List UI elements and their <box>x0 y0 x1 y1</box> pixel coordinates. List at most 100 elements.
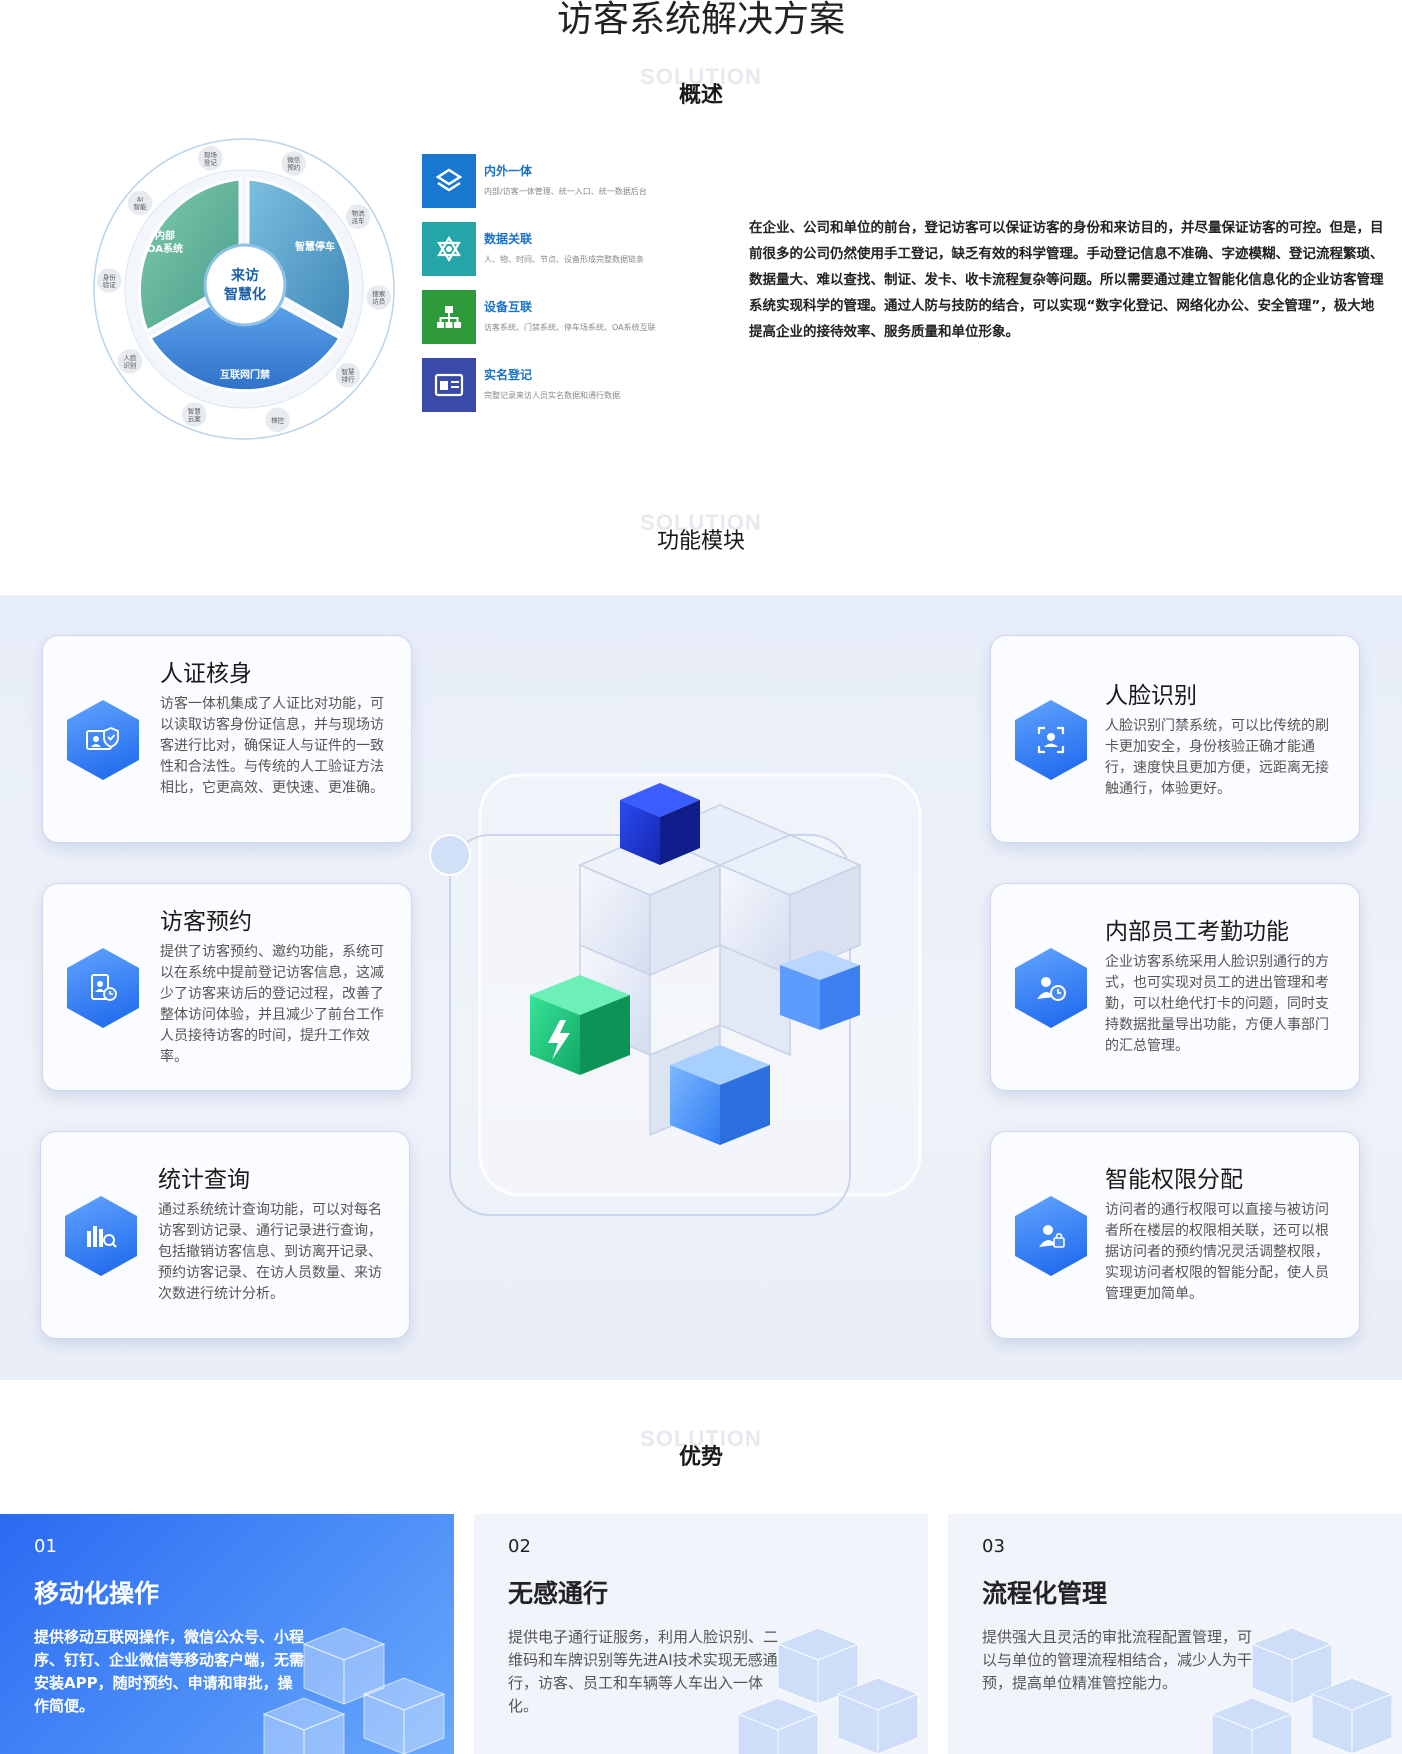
advantages-heading: SOLUTION 优势 <box>0 1426 1402 1476</box>
module-card-desc: 访客一体机集成了人证比对功能，可以读取访客身份证信息，并与现场访客进行比对，确保… <box>160 696 384 796</box>
wheel-satellite-label: 梯控 <box>271 415 285 424</box>
hierarchy-icon <box>422 290 476 344</box>
wheel-segment-label: OA系统 <box>147 242 183 255</box>
modules-heading-title: 功能模块 <box>656 529 745 554</box>
module-card-title: 统计查询 <box>158 1167 250 1193</box>
advantage-card-seamless: 02 无感通行 提供电子通行证服务，利用人脸识别、二维码和车牌识别等先进AI技术… <box>474 1514 928 1754</box>
overview-item-desc: 访客系统、门禁系统、停车场系统、OA系统互联 <box>484 323 656 332</box>
cube-decoration <box>262 1627 446 1754</box>
wheel-satellite-label: 识别 <box>124 361 137 370</box>
overview-item-device-link: 设备互联 访客系统、门禁系统、停车场系统、OA系统互联 <box>422 288 682 344</box>
id-verify-icon <box>67 700 139 780</box>
wheel-satellite-label: 云案 <box>188 414 202 423</box>
wheel-satellite-node <box>364 283 393 312</box>
cube-decoration <box>1210 1627 1394 1754</box>
id-card-icon <box>422 358 476 412</box>
module-card-desc: 人脸识别门禁系统，可以比传统的刷卡更加安全，身份核验正确才能通行，速度快且更加方… <box>1105 718 1329 797</box>
module-card-attendance: 内部员工考勤功能 企业访客系统采用人脸识别通行的方式，也可实现对员工的进出管理和… <box>990 883 1360 1091</box>
advantage-title: 移动化操作 <box>34 1579 160 1608</box>
wheel-satellite-label: 人脸 <box>124 353 138 362</box>
overview-item-title: 实名登记 <box>484 368 533 382</box>
overview-item-desc: 人、物、时间、节点、设备形成完整数据链条 <box>484 255 644 264</box>
wheel-satellite-node <box>95 266 124 295</box>
module-card-appointment: 访客预约 提供了访客预约、邀约功能，系统可以在系统中提前登记访客信息，这减少了访… <box>42 883 412 1091</box>
overview-item-title: 数据关联 <box>484 232 533 246</box>
smart-visit-wheel-diagram: 来访 智慧化 内部OA系统智慧停车互联网门禁 微信预约物流派车搜索访员智慧排行梯… <box>93 138 395 440</box>
overview-item-data-link: 数据关联 人、物、时间、节点、设备形成完整数据链条 <box>422 220 682 276</box>
glass-cube-illustration <box>429 773 922 1216</box>
modules-heading-bg-word: SOLUTION <box>640 510 762 535</box>
wheel-satellite-node <box>344 202 372 231</box>
advantage-desc: 提供强大且灵活的审批流程配置管理，可以与单位的管理流程相结合，减少人为干预，提高… <box>982 1628 1253 1692</box>
advantage-number: 03 <box>982 1536 1005 1557</box>
overview-item-title: 设备互联 <box>484 300 533 314</box>
advantages-heading-title: 优势 <box>678 1445 723 1470</box>
wheel-segment-label: 内部 <box>155 229 175 242</box>
overview-item-desc: 内部/访客一体管理、统一入口、统一数据后台 <box>484 187 647 196</box>
wheel-satellite-label: 排行 <box>342 374 356 383</box>
wheel-satellite-label: 现场 <box>204 150 218 159</box>
wheel-satellite-label: 搜索 <box>372 289 386 298</box>
wheel-satellite-node <box>116 347 144 376</box>
module-card-desc: 通过系统统计查询功能，可以对每名访客到访记录、通行记录进行查询，包括撤销访客信息… <box>158 1202 382 1302</box>
green-cube <box>530 975 630 1075</box>
wheel-satellite-label: 智能 <box>134 202 148 211</box>
modules-section: 人证核身 访客一体机集成了人证比对功能，可以读取访客身份证信息，并与现场访客进行… <box>0 595 1402 1380</box>
wheel-satellite-label: AI <box>137 196 143 204</box>
advantages-heading-bg-word: SOLUTION <box>640 1426 762 1451</box>
overview-item-desc: 完整记录来访人员实名数据和通行数据 <box>484 391 620 400</box>
star-network-icon <box>422 222 476 276</box>
advantage-card-process: 03 流程化管理 提供强大且灵活的审批流程配置管理，可以与单位的管理流程相结合，… <box>948 1514 1402 1754</box>
permission-icon <box>1015 1196 1087 1276</box>
layers-icon <box>422 154 476 208</box>
advantage-title: 无感通行 <box>508 1579 609 1608</box>
overview-description: 在企业、公司和单位的前台，登记访客可以保证访客的身份和来访目的，并尽量保证访客的… <box>749 220 1384 340</box>
sky-cube <box>670 1045 770 1145</box>
wheel-satellite-node <box>180 400 209 429</box>
wheel-satellite-node <box>126 189 154 217</box>
wheel-satellite-label: 预约 <box>287 163 300 172</box>
wheel-satellite-label: 登记 <box>204 158 218 167</box>
face-scan-icon <box>1015 700 1087 780</box>
module-card-permission: 智能权限分配 访问者的通行权限可以直接与被访问者所在楼层的权限相关联，还可以根据… <box>990 1131 1360 1339</box>
advantage-title: 流程化管理 <box>982 1579 1108 1608</box>
module-card-desc: 访问者的通行权限可以直接与被访问者所在楼层的权限相关联，还可以根据访问者的预约情… <box>1105 1202 1329 1302</box>
appointment-icon <box>67 948 139 1028</box>
wheel-satellite-node <box>263 406 292 434</box>
module-card-title: 人脸识别 <box>1105 683 1197 709</box>
advantage-desc: 提供电子通行证服务，利用人脸识别、二维码和车牌识别等先进AI技术实现无感通行，访… <box>508 1628 779 1715</box>
wheel-satellite-label: 微信 <box>287 155 301 164</box>
wheel-center-label: 来访 <box>230 267 259 284</box>
module-card-title: 访客预约 <box>160 909 252 935</box>
wheel-satellite-label: 验证 <box>103 280 117 289</box>
module-card-title: 智能权限分配 <box>1105 1167 1243 1193</box>
attendance-icon <box>1015 948 1087 1028</box>
file-cube <box>780 950 860 1030</box>
blue-cube <box>620 783 700 865</box>
module-card-title: 内部员工考勤功能 <box>1105 919 1289 945</box>
wheel-satellite-label: 智慧 <box>188 406 202 415</box>
overview-heading-bg-word: SOLUTION <box>640 64 762 89</box>
module-card-face-recognition: 人脸识别 人脸识别门禁系统，可以比传统的刷卡更加安全，身份核验正确才能通行，速度… <box>990 635 1360 843</box>
module-card-desc: 提供了访客预约、邀约功能，系统可以在系统中提前登记访客信息，这减少了访客来访后的… <box>160 944 384 1065</box>
overview-item-real-name: 实名登记 完整记录来访人员实名数据和通行数据 <box>422 356 682 412</box>
wheel-satellite-label: 身份 <box>103 272 117 281</box>
advantage-desc: 提供移动互联网操作，微信公众号、小程序、钉钉、企业微信等移动客户端，无需安装AP… <box>34 1628 305 1715</box>
module-card-desc: 企业访客系统采用人脸识别通行的方式，也可实现对员工的进出管理和考勤，可以杜绝代打… <box>1105 954 1329 1054</box>
stats-search-icon <box>65 1196 137 1276</box>
wheel-center-label: 智慧化 <box>223 286 266 303</box>
wheel-satellite-node <box>279 149 308 178</box>
cube-decoration <box>736 1627 920 1754</box>
wheel-satellite-label: 访员 <box>372 297 386 306</box>
wheel-satellite-label: 智慧 <box>342 367 356 376</box>
overview-item-inner-outer: 内外一体 内部/访客一体管理、统一入口、统一数据后台 <box>422 152 682 208</box>
wheel-satellite-node <box>196 144 225 172</box>
wheel-satellite-label: 物流 <box>352 208 366 217</box>
overview-heading: SOLUTION 概述 <box>0 64 1402 114</box>
advantage-number: 02 <box>508 1536 531 1557</box>
overview-heading-title: 概述 <box>678 83 723 108</box>
page-title: 访客系统解决方案 <box>556 0 845 40</box>
module-card-title: 人证核身 <box>160 661 252 687</box>
advantage-card-mobile: 01 移动化操作 提供移动互联网操作，微信公众号、小程序、钉钉、企业微信等移动客… <box>0 1514 454 1754</box>
advantage-number: 01 <box>34 1536 57 1557</box>
